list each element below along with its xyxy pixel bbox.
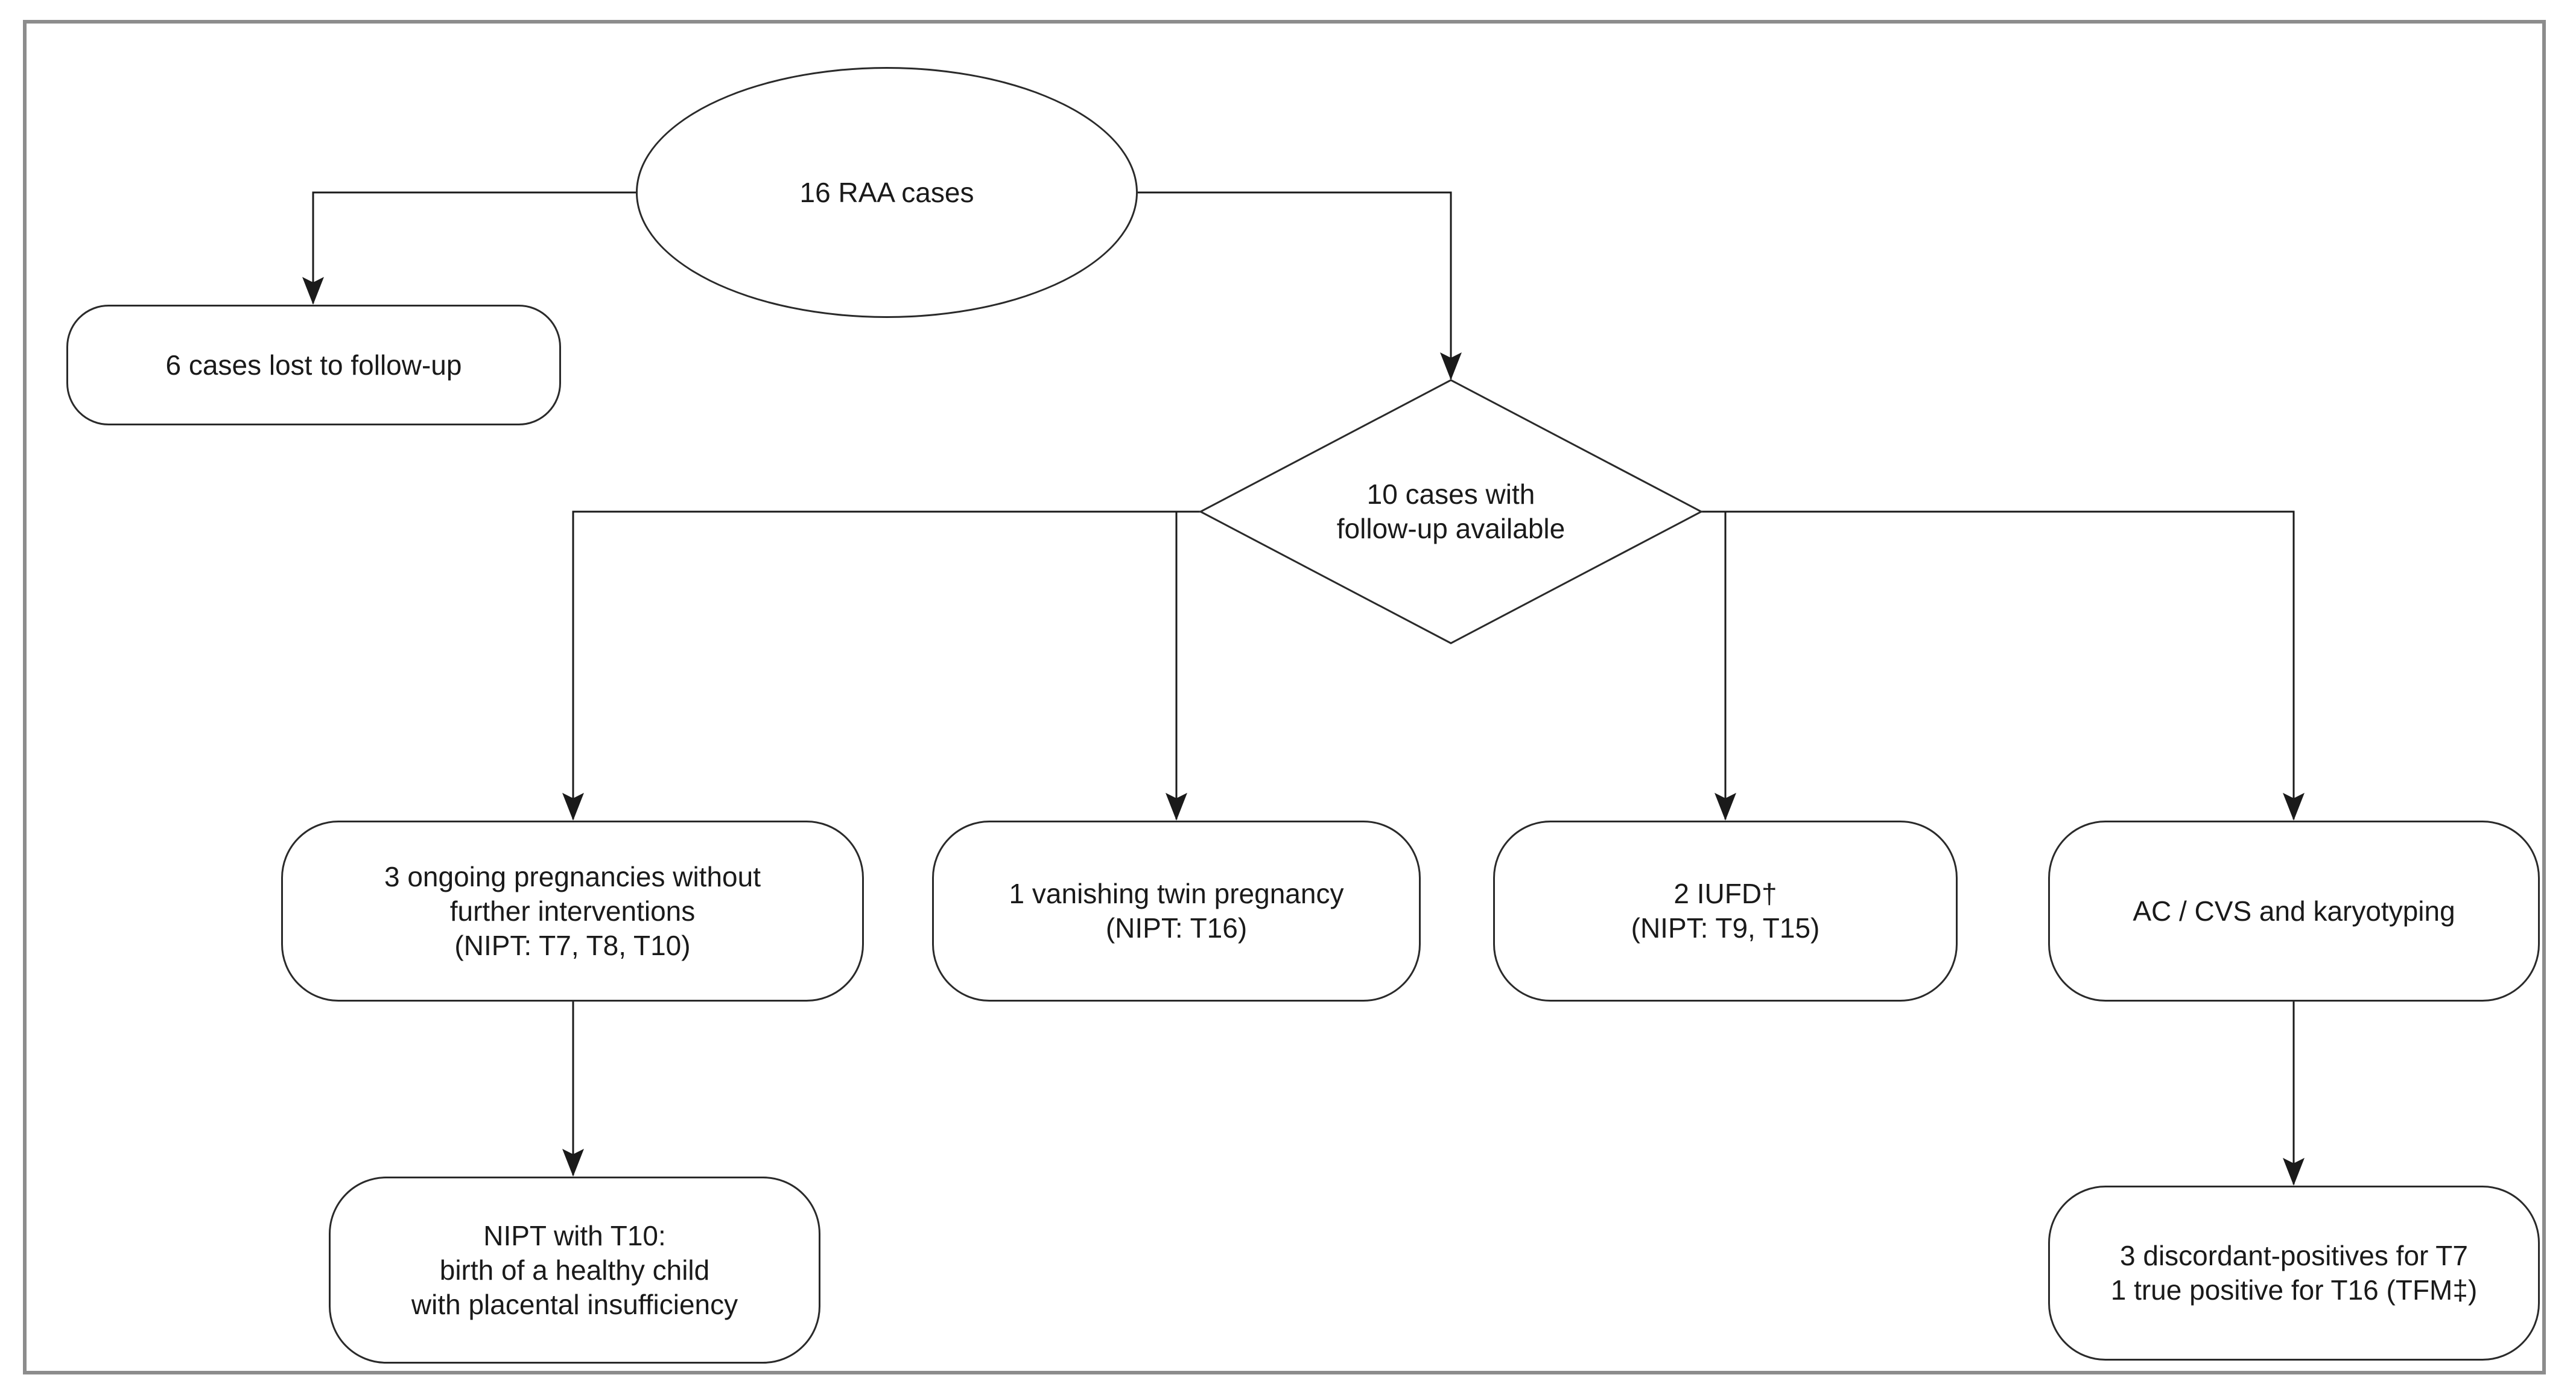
node-label-line: 16 RAA cases <box>799 176 974 208</box>
node-label-line: birth of a healthy child <box>439 1254 710 1286</box>
node-ongoing-pregnancies: 3 ongoing pregnancies without further in… <box>281 821 864 1002</box>
node-nipt-t10-outcome: NIPT with T10: birth of a healthy child … <box>329 1177 820 1364</box>
node-lost-to-followup: 6 cases lost to follow-up <box>66 305 561 425</box>
node-label-line: 1 vanishing twin pregnancy <box>1009 878 1344 909</box>
node-label-line: (NIPT: T7, T8, T10) <box>454 929 691 961</box>
node-label-line: 3 ongoing pregnancies without <box>384 860 761 892</box>
node-label-line: further interventions <box>449 895 696 927</box>
connector-followup-to-accvs <box>1701 510 2305 821</box>
node-followup-available-shape <box>1198 379 1704 644</box>
node-root: 16 RAA cases <box>636 67 1138 318</box>
node-label-line: 10 cases with <box>1366 478 1535 510</box>
connector-followup-to-ongoing <box>562 510 1201 821</box>
figure-frame <box>23 20 2546 1374</box>
node-label-line: (NIPT: T16) <box>1105 912 1248 944</box>
node-karyotyping-results: 3 discordant-positives for T7 1 true pos… <box>2048 1186 2540 1361</box>
node-vanishing-twin: 1 vanishing twin pregnancy (NIPT: T16) <box>932 821 1421 1002</box>
node-label-line: with placental insufficiency <box>411 1288 738 1320</box>
node-label-line: 1 true positive for T16 (TFM‡) <box>2110 1274 2478 1306</box>
connector-root-to-lost <box>302 191 636 305</box>
node-ac-cvs-karyotyping: AC / CVS and karyotyping <box>2048 821 2540 1002</box>
node-label-line: 2 IUFD† <box>1673 878 1777 909</box>
node-label-line: follow-up available <box>1336 513 1566 544</box>
node-label-line: AC / CVS and karyotyping <box>2133 895 2455 927</box>
node-followup-available-label: 10 cases with follow-up available <box>1210 451 1692 572</box>
node-label-line: 6 cases lost to follow-up <box>165 349 462 381</box>
node-label-line: NIPT with T10: <box>483 1219 666 1251</box>
node-iufd: 2 IUFD† (NIPT: T9, T15) <box>1493 821 1958 1002</box>
connector-root-to-followup <box>1138 191 1462 380</box>
node-label-line: (NIPT: T9, T15) <box>1631 912 1820 944</box>
node-label-line: 3 discordant-positives for T7 <box>2120 1240 2468 1271</box>
